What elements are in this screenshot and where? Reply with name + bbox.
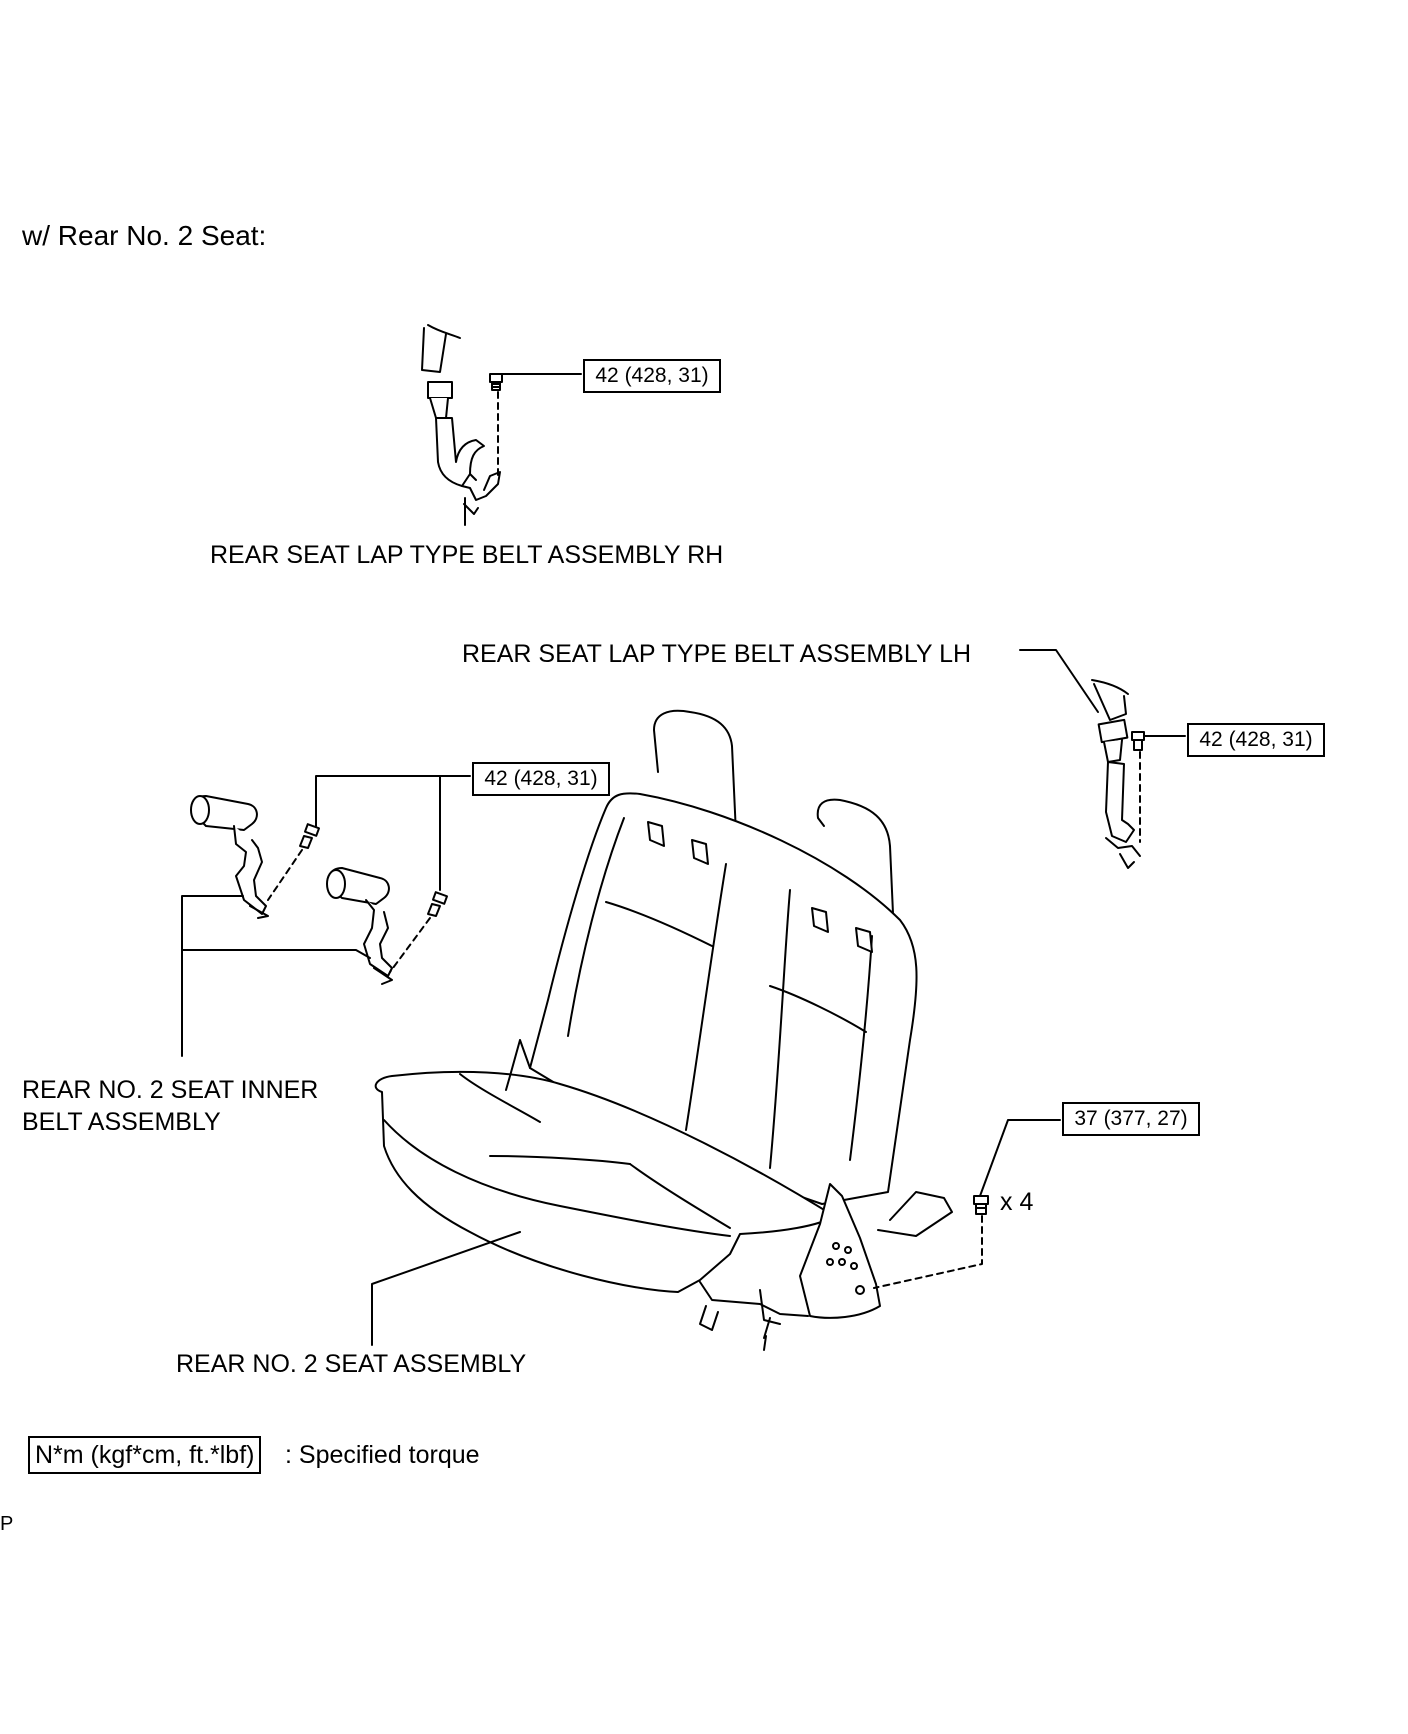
inner-bolt-2-icon xyxy=(427,891,449,917)
lh-lap-belt-illustration xyxy=(1091,679,1141,869)
inner-buckle-2-illustration xyxy=(326,867,393,985)
lh-bolt-icon xyxy=(1131,731,1145,751)
page-heading: w/ Rear No. 2 Seat: xyxy=(22,220,267,251)
seat-bolt-dash-line xyxy=(873,1215,983,1289)
inner-buckle-1-illustration xyxy=(190,795,269,919)
label-inner-belt-line-1: REAR NO. 2 SEAT INNER xyxy=(22,1076,319,1104)
torque-box-seat-bolts: 37 (377, 27) xyxy=(1062,1102,1200,1136)
inner-bolt-1-dash-line xyxy=(267,849,303,901)
torque-box-lh-bolt: 42 (428, 31) xyxy=(1187,723,1325,757)
rh-lap-belt-illustration xyxy=(421,324,501,515)
seat-torque-leader xyxy=(979,1119,1061,1197)
seat-bolt-quantity: x 4 xyxy=(1000,1188,1034,1216)
legend-torque-unit-box: N*m (kgf*cm, ft.*lbf) xyxy=(28,1436,262,1474)
label-rear-seat-lap-belt-rh: REAR SEAT LAP TYPE BELT ASSEMBLY RH xyxy=(210,541,724,569)
torque-box-inner-bolts: 42 (428, 31) xyxy=(472,762,610,796)
legend-torque-meaning: : Specified torque xyxy=(285,1441,480,1469)
label-rear-seat-lap-belt-lh: REAR SEAT LAP TYPE BELT ASSEMBLY LH xyxy=(462,640,972,668)
inner-bolt-1-icon xyxy=(299,823,321,849)
corner-mark: P xyxy=(0,1513,14,1535)
torque-box-rh-bolt: 42 (428, 31) xyxy=(583,359,721,393)
label-inner-belt-line-2: BELT ASSEMBLY xyxy=(22,1108,221,1136)
lh-label-leader xyxy=(1019,649,1099,713)
rear-seat-illustration xyxy=(374,709,953,1351)
seat-label-leader xyxy=(371,1231,521,1346)
inner-label-leader-1 xyxy=(181,895,244,1057)
seat-bolt-icon xyxy=(973,1195,989,1215)
inner-label-leader-2 xyxy=(181,949,371,959)
label-rear-no2-seat-assembly: REAR NO. 2 SEAT ASSEMBLY xyxy=(176,1350,527,1378)
inner-bolt-2-dash-line xyxy=(389,917,431,973)
rh-bolt-icon xyxy=(489,373,503,391)
inner-torque-leader-1 xyxy=(315,775,471,827)
